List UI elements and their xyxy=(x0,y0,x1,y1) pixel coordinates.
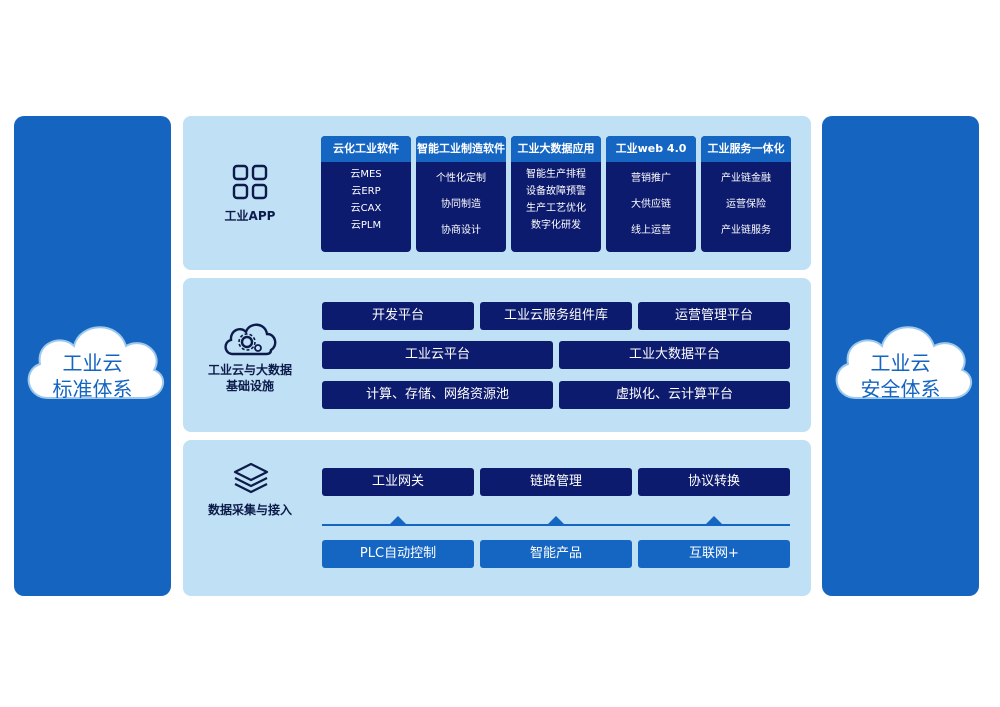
app-column-title: 云化工业软件 xyxy=(321,136,411,162)
infra-label-line1: 工业云与大数据 xyxy=(207,363,292,377)
infra-layer-label: 工业云与大数据 基础设施 xyxy=(197,362,303,394)
standards-title-line1: 工业云 xyxy=(62,351,123,375)
app-item: 云MES xyxy=(350,169,382,180)
app-item: 云ERP xyxy=(351,186,381,197)
industrial-cloud-platform-box: 工业云平台 xyxy=(322,341,553,369)
gateway-box: 工业网关 xyxy=(322,468,474,496)
cloud-component-box: 工业云服务组件库 xyxy=(480,302,632,330)
app-item: 协同制造 xyxy=(441,199,481,210)
app-item: 云PLM xyxy=(350,220,382,231)
infra-label-line2: 基础设施 xyxy=(225,379,274,393)
app-column-big-data: 工业大数据应用 智能生产排程 设备故障预警 生产工艺优化 数字化研发 xyxy=(511,136,601,252)
app-item: 产业链服务 xyxy=(721,225,771,236)
app-item: 协商设计 xyxy=(441,225,481,236)
app-item: 数字化研发 xyxy=(531,220,581,231)
app-item: 运营保险 xyxy=(726,199,766,210)
app-column-service-integration: 工业服务一体化 产业链金融 运营保险 产业链服务 xyxy=(701,136,791,252)
app-item: 设备故障预警 xyxy=(526,186,586,197)
link-management-box: 链路管理 xyxy=(480,468,632,496)
app-column-title: 工业大数据应用 xyxy=(511,136,601,162)
connector-arrow xyxy=(705,516,723,525)
app-item: 线上运营 xyxy=(631,225,671,236)
standards-pillar: 工业云 标准体系 xyxy=(14,116,171,596)
app-column-title: 智能工业制造软件 xyxy=(416,136,506,162)
protocol-conversion-box: 协议转换 xyxy=(638,468,790,496)
app-item: 营销推广 xyxy=(631,173,671,184)
dev-platform-box: 开发平台 xyxy=(322,302,474,330)
security-title-line2: 安全体系 xyxy=(860,377,941,401)
data-layer-panel: 数据采集与接入 工业网关 链路管理 协议转换 PLC自动控制 智能产品 互联网+ xyxy=(183,440,811,596)
connector-arrow xyxy=(547,516,565,525)
app-column-cloud-software: 云化工业软件 云MES 云ERP 云CAX 云PLM xyxy=(321,136,411,252)
virtualization-box: 虚拟化、云计算平台 xyxy=(559,381,790,409)
cloud-gear-icon xyxy=(221,320,279,358)
connector-line xyxy=(322,524,790,526)
app-column-web40: 工业web 4.0 营销推广 大供应链 线上运营 xyxy=(606,136,696,252)
app-item: 产业链金融 xyxy=(721,173,771,184)
connector-arrow xyxy=(389,516,407,525)
infra-layer-panel: 工业云与大数据 基础设施 开发平台 工业云服务组件库 运营管理平台 工业云平台 … xyxy=(183,278,811,432)
app-column-smart-manufacturing: 智能工业制造软件 个性化定制 协同制造 协商设计 xyxy=(416,136,506,252)
app-item: 生产工艺优化 xyxy=(526,203,586,214)
layers-icon xyxy=(233,462,269,494)
smart-product-box: 智能产品 xyxy=(480,540,632,568)
data-layer-label: 数据采集与接入 xyxy=(207,503,292,517)
app-item: 个性化定制 xyxy=(436,173,486,184)
app-item: 智能生产排程 xyxy=(526,169,586,180)
app-item: 云CAX xyxy=(350,203,382,214)
security-pillar: 工业云 安全体系 xyxy=(822,116,979,596)
ops-platform-box: 运营管理平台 xyxy=(638,302,790,330)
app-layer-label: 工业APP xyxy=(224,209,276,223)
big-data-platform-box: 工业大数据平台 xyxy=(559,341,790,369)
app-layer-panel: 工业APP 云化工业软件 云MES 云ERP 云CAX 云PLM 智能工业制造软… xyxy=(183,116,811,270)
security-cloud: 工业云 安全体系 xyxy=(826,312,975,404)
standards-title-line2: 标准体系 xyxy=(52,377,133,401)
grid-icon xyxy=(232,164,268,200)
standards-cloud: 工业云 标准体系 xyxy=(18,312,167,404)
security-title-line1: 工业云 xyxy=(870,351,931,375)
app-column-title: 工业web 4.0 xyxy=(606,136,696,162)
internet-plus-box: 互联网+ xyxy=(638,540,790,568)
resource-pool-box: 计算、存储、网络资源池 xyxy=(322,381,553,409)
plc-control-box: PLC自动控制 xyxy=(322,540,474,568)
app-item: 大供应链 xyxy=(631,199,671,210)
app-column-title: 工业服务一体化 xyxy=(701,136,791,162)
